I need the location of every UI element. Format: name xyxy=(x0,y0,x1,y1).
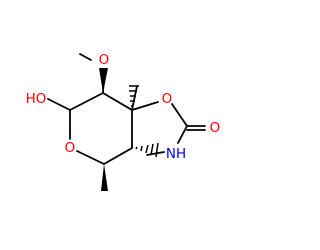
wedge-c4-methyl xyxy=(101,164,108,191)
hash-c3a-2 xyxy=(140,145,143,152)
bond-c3a-c4 xyxy=(103,147,133,165)
hash-c3a-3 xyxy=(145,144,149,154)
wedge-c7-methoxy xyxy=(99,68,108,93)
bond-c7-c7a xyxy=(102,92,133,111)
carbonyl-oxygen-label: O xyxy=(210,120,221,136)
hash-c3a-1 xyxy=(135,146,138,150)
bond-n3-c3a xyxy=(146,151,165,156)
structure-canvas: HO O O O O NH xyxy=(25,52,221,191)
methoxy-oxygen-label: O xyxy=(99,52,110,68)
hydroxyl-label: HO xyxy=(26,91,47,107)
hash-c3a-5 xyxy=(155,142,159,158)
bond-c2-n3 xyxy=(177,125,188,144)
molecule-structure: HO O O O O NH xyxy=(26,52,221,191)
bond-c6-c7 xyxy=(69,92,104,111)
bond-c7a-o1 xyxy=(131,101,159,111)
hash-c3a-4 xyxy=(150,143,154,156)
bond-hydroxyl xyxy=(47,98,71,111)
stereo-bonds xyxy=(99,68,108,191)
oxazolidinone-oxygen-label: O xyxy=(162,91,173,107)
bond-o1-c2 xyxy=(171,103,188,127)
amine-nh-label: NH xyxy=(166,146,186,162)
bond-c4-ring-o xyxy=(76,150,105,165)
bond-methoxy-methyl xyxy=(79,53,92,61)
hashed-bonds xyxy=(129,85,159,158)
ring-oxygen-label: O xyxy=(65,140,76,156)
